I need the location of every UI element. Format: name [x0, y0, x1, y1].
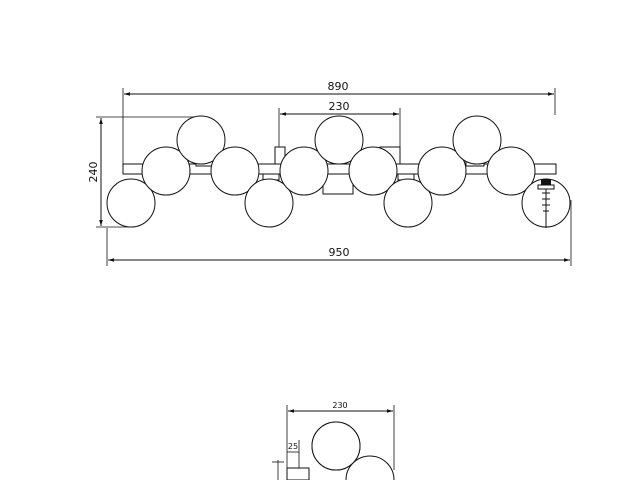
side-globe [345, 455, 395, 480]
dim-side-25-label: 25 [288, 442, 298, 451]
globe [244, 178, 294, 228]
globe [106, 178, 156, 228]
dim-890-label: 890 [328, 80, 349, 93]
globe [383, 178, 433, 228]
globe [314, 115, 364, 165]
dimension-890: 890 [122, 80, 556, 170]
dimension-side-25: 25 [287, 440, 300, 470]
dim-230-label: 230 [329, 100, 350, 113]
bulb-detail [537, 179, 555, 228]
side-view: 230 25 [272, 401, 395, 480]
dimension-230: 230 [278, 100, 401, 150]
globe [452, 115, 502, 165]
dim-240-label: 240 [87, 162, 100, 183]
globe [486, 146, 536, 196]
dimension-side-230: 230 [286, 401, 395, 470]
dim-950-label: 950 [329, 246, 350, 259]
globe [176, 115, 226, 165]
globe [279, 146, 329, 196]
side-globe [311, 421, 361, 471]
dimension-240: 240 [87, 116, 200, 228]
dimension-950: 950 [106, 200, 572, 266]
globe [348, 146, 398, 196]
globes [106, 115, 571, 228]
globe [417, 146, 467, 196]
globe [210, 146, 260, 196]
dim-side-230-label: 230 [332, 401, 347, 410]
front-view: 890 230 240 950 [87, 80, 572, 266]
globe [141, 146, 191, 196]
